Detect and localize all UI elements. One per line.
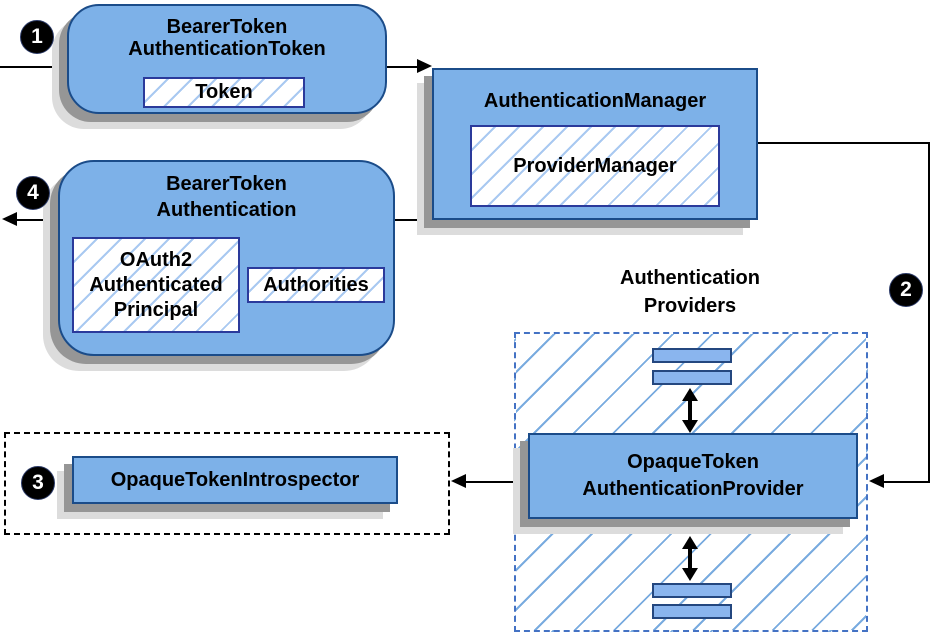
other-provider-bar	[652, 583, 732, 598]
opaque-token-introspector-node: OpaqueTokenIntrospector	[72, 456, 398, 504]
step-1-badge: 1	[20, 20, 54, 54]
introspector-group	[4, 432, 450, 535]
chip-label: Token	[195, 81, 253, 103]
label-line: Authentication	[620, 267, 760, 289]
arrow-shaft	[688, 549, 692, 568]
node-title-line: Authentication	[156, 199, 297, 221]
flow-line-step3-to-introspector	[464, 481, 522, 483]
arrowhead-left-icon	[2, 212, 17, 226]
flow-line-step2-side	[928, 142, 930, 483]
other-provider-bar	[652, 604, 732, 619]
arrowhead-right-icon	[417, 59, 432, 73]
flow-line-manager-to-authentication	[395, 219, 433, 221]
arrowhead-left-icon	[451, 474, 466, 488]
authentication-providers-label: Authentication Providers	[565, 264, 815, 320]
arrowhead-down-icon	[682, 420, 698, 433]
chip-label-line: OAuth2	[119, 248, 193, 271]
chip-label-line: Authenticated	[89, 273, 223, 296]
node-title-line: OpaqueTokenIntrospector	[110, 469, 360, 491]
node-title: OpaqueToken AuthenticationProvider	[530, 435, 856, 503]
bearer-token-authentication-token-node: BearerToken AuthenticationToken	[67, 4, 387, 114]
flow-line-step1-in	[0, 66, 67, 68]
step-4-badge: 4	[16, 176, 50, 210]
arrowhead-left-icon	[869, 474, 884, 488]
authorities-chip: Authorities	[247, 267, 385, 303]
chip-label-line: Principal	[113, 298, 199, 321]
flow-line-step2-top	[756, 142, 930, 144]
step-2-badge: 2	[889, 273, 923, 307]
flow-line-step4-out	[14, 219, 59, 221]
node-title: OpaqueTokenIntrospector	[74, 458, 396, 502]
node-title: BearerToken Authentication	[60, 162, 393, 223]
node-title-line: AuthenticationManager	[483, 90, 707, 112]
node-title-line: BearerToken	[166, 16, 288, 38]
node-title-line: BearerToken	[166, 173, 287, 195]
double-arrow-icon	[681, 388, 699, 433]
node-title-line: AuthenticationProvider	[582, 478, 804, 500]
label-line: Providers	[643, 295, 737, 317]
other-provider-bar	[652, 348, 732, 363]
node-title-line: OpaqueToken	[627, 451, 759, 473]
other-provider-bar	[652, 370, 732, 385]
arrowhead-up-icon	[682, 388, 698, 401]
arrow-shaft	[688, 401, 692, 420]
flow-line-step2-bottom	[884, 481, 930, 483]
flow-line-token-to-manager	[387, 66, 419, 68]
opaque-token-authentication-provider-node: OpaqueToken AuthenticationProvider	[528, 433, 858, 519]
token-chip: Token	[143, 77, 305, 108]
chip-label: ProviderManager	[513, 154, 677, 177]
chip-label: Authorities	[263, 273, 369, 296]
double-arrow-icon	[681, 536, 699, 581]
arrowhead-down-icon	[682, 568, 698, 581]
node-title: BearerToken AuthenticationToken	[69, 6, 385, 60]
node-title-line: AuthenticationToken	[128, 38, 326, 60]
step-3-badge: 3	[21, 466, 55, 500]
arrowhead-up-icon	[682, 536, 698, 549]
oauth2-authenticated-principal-chip: OAuth2 Authenticated Principal	[72, 237, 240, 333]
node-title: AuthenticationManager	[434, 70, 756, 112]
provider-manager-chip: ProviderManager	[470, 125, 720, 207]
